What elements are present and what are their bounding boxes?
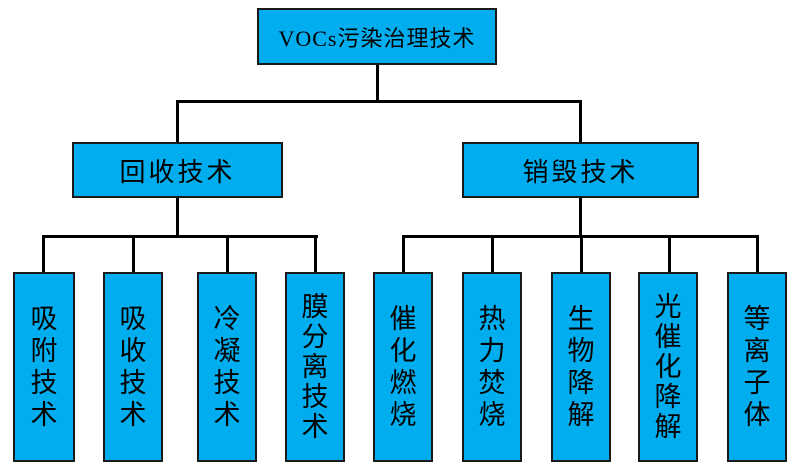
branch-node-destruction: 销毁技术 (462, 142, 699, 198)
connector-line (491, 235, 494, 273)
connector-destruction-stem (579, 197, 582, 237)
connector-recovery-rail (42, 235, 318, 238)
leaf-node-condensation-label: 冷凝技术 (213, 303, 241, 430)
connector-line (756, 235, 759, 273)
leaf-node-adsorption-label: 吸附技术 (30, 303, 58, 430)
connector-line (402, 235, 405, 273)
leaf-node-absorption: 吸收技术 (103, 272, 163, 462)
leaf-node-absorption-label: 吸收技术 (119, 303, 147, 430)
branch-node-recovery: 回收技术 (72, 142, 283, 198)
connector-line (42, 235, 45, 273)
leaf-node-photocatalytic-degradation: 光催化降解 (638, 272, 698, 462)
connector-line (314, 235, 317, 273)
root-node-label: VOCs污染治理技术 (278, 25, 476, 51)
leaf-node-thermal-incineration-label: 热力焚烧 (478, 303, 506, 430)
connector-line (668, 235, 671, 273)
leaf-node-catalytic-combustion: 催化燃烧 (373, 272, 433, 462)
leaf-node-plasma: 等离子体 (727, 272, 787, 462)
leaf-node-plasma-label: 等离子体 (743, 303, 771, 430)
leaf-node-biodegradation: 生物降解 (551, 272, 611, 462)
leaf-node-biodegradation-label: 生物降解 (567, 303, 595, 430)
leaf-node-thermal-incineration: 热力焚烧 (462, 272, 522, 462)
connector-line (580, 235, 583, 273)
connector-recovery-stem (176, 197, 179, 237)
leaf-node-catalytic-combustion-label: 催化燃烧 (389, 303, 417, 430)
connector-line (132, 235, 135, 273)
connector-top-rail (176, 100, 582, 103)
leaf-node-adsorption: 吸附技术 (13, 272, 75, 462)
leaf-node-photocatalytic-degradation-label: 光催化降解 (654, 291, 682, 442)
root-node: VOCs污染治理技术 (257, 8, 497, 65)
leaf-node-condensation: 冷凝技术 (197, 272, 257, 462)
branch-node-destruction-label: 销毁技术 (522, 157, 639, 187)
leaf-node-membrane-separation-label: 膜分离技术 (301, 291, 329, 442)
leaf-node-membrane-separation: 膜分离技术 (285, 272, 345, 462)
connector-line (226, 235, 229, 273)
branch-node-recovery-label: 回收技术 (119, 157, 236, 187)
connector-drop-recovery (176, 100, 179, 143)
connector-drop-destruction (579, 100, 582, 143)
connector-root-stem (376, 65, 379, 103)
